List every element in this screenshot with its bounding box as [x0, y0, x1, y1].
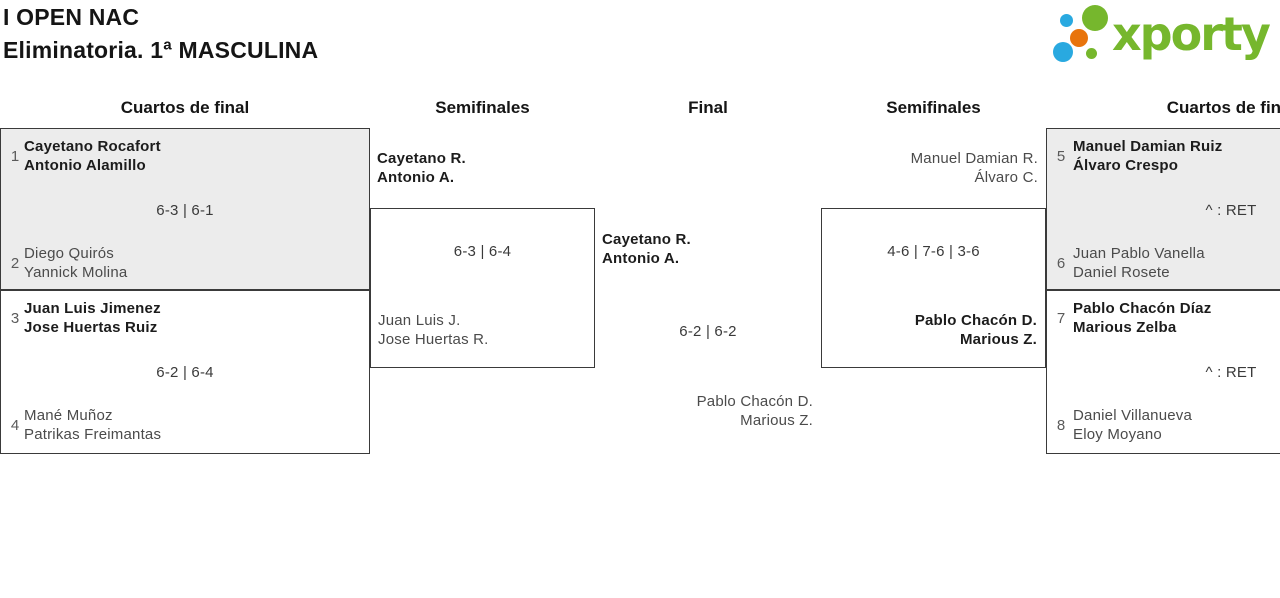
player-name: Daniel Rosete	[1073, 264, 1170, 281]
player-name: Juan Luis J.	[378, 312, 461, 329]
match-qf-right-2[interactable]: 7 Pablo Chacón Díaz Marious Zelba ^ : RE…	[1046, 290, 1280, 454]
match-score: 6-3 | 6-1	[156, 202, 214, 219]
player-name: Álvaro C.	[974, 169, 1038, 186]
team-players: Daniel Villanueva Eloy Moyano	[1073, 406, 1192, 444]
match-score: 6-3 | 6-4	[453, 243, 512, 260]
column-header-qf-right: Cuartos de final	[1166, 98, 1280, 117]
seed-number: 2	[10, 254, 20, 272]
team-row[interactable]: 6 Juan Pablo Vanella Daniel Rosete	[1052, 244, 1280, 282]
match-qf-left-1[interactable]: 1 Cayetano Rocafort Antonio Alamillo 6-3…	[0, 128, 370, 290]
tournament-name: I OPEN NAC	[3, 4, 140, 30]
team-row[interactable]: 1 Cayetano Rocafort Antonio Alamillo	[6, 137, 365, 175]
player-name: Marious Zelba	[1073, 319, 1177, 336]
match-score: 4-6 | 7-6 | 3-6	[887, 243, 980, 260]
final-team1: Cayetano R. Antonio A.	[602, 230, 691, 268]
player-name: Cayetano R.	[377, 150, 466, 167]
column-header-sf-right: Semifinales	[886, 98, 981, 117]
team-row[interactable]: 8 Daniel Villanueva Eloy Moyano	[1052, 406, 1280, 444]
player-name: Jose Huertas R.	[378, 331, 489, 348]
final-team2: Pablo Chacón D. Marious Z.	[595, 392, 813, 430]
column-header-qf-left: Cuartos de final	[120, 98, 250, 117]
tournament-category: Eliminatoria. 1ª MASCULINA	[3, 37, 319, 63]
team-row[interactable]: 5 Manuel Damian Ruiz Álvaro Crespo	[1052, 137, 1280, 175]
final-score: 6-2 | 6-2	[679, 323, 737, 340]
team-players: Juan Pablo Vanella Daniel Rosete	[1073, 244, 1205, 282]
seed-number: 8	[1056, 416, 1066, 434]
player-name: Juan Pablo Vanella	[1073, 245, 1205, 262]
column-header-sf-left: Semifinales	[435, 98, 530, 117]
sf-left-team1: Cayetano R. Antonio A.	[377, 149, 466, 187]
seed-number: 1	[10, 147, 20, 165]
player-name: Yannick Molina	[24, 264, 128, 281]
player-name: Diego Quirós	[24, 245, 114, 262]
seed-number: 6	[1056, 254, 1066, 272]
player-name: Jose Huertas Ruiz	[24, 319, 158, 336]
player-name: Eloy Moyano	[1073, 426, 1162, 443]
team-players: Juan Luis Jimenez Jose Huertas Ruiz	[24, 299, 161, 337]
player-name: Antonio A.	[377, 169, 455, 186]
sf-right-team1: Manuel Damian R. Álvaro C.	[821, 149, 1038, 187]
match-sf-left[interactable]: 6-3 | 6-4 Juan Luis J. Jose Huertas R.	[370, 208, 595, 368]
team-row[interactable]: 3 Juan Luis Jimenez Jose Huertas Ruiz	[6, 299, 365, 337]
xporty-logo[interactable]	[1050, 0, 1280, 72]
logo-dot-green-large-icon	[1082, 5, 1108, 31]
match-score: ^ : RET	[1205, 202, 1257, 219]
player-name: Pablo Chacón D.	[696, 393, 813, 410]
tournament-title: I OPEN NAC Eliminatoria. 1ª MASCULINA	[3, 1, 318, 67]
player-name: Mané Muñoz	[24, 407, 113, 424]
player-name: Álvaro Crespo	[1073, 157, 1179, 174]
seed-number: 4	[10, 416, 20, 434]
team-players: Manuel Damian Ruiz Álvaro Crespo	[1073, 137, 1222, 175]
player-name: Cayetano R.	[602, 231, 691, 248]
seed-number: 5	[1056, 147, 1066, 165]
sf-right-team2: Pablo Chacón D. Marious Z.	[915, 311, 1037, 349]
match-qf-right-1[interactable]: 5 Manuel Damian Ruiz Álvaro Crespo ^ : R…	[1046, 128, 1280, 290]
match-qf-left-2[interactable]: 3 Juan Luis Jimenez Jose Huertas Ruiz 6-…	[0, 290, 370, 454]
player-name: Manuel Damian Ruiz	[1073, 138, 1223, 155]
team-players: Diego Quirós Yannick Molina	[24, 244, 127, 282]
player-name: Pablo Chacón D.	[914, 312, 1037, 329]
team-players: Mané Muñoz Patrikas Freimantas	[24, 406, 161, 444]
column-header-final: Final	[688, 98, 728, 117]
match-sf-right[interactable]: 4-6 | 7-6 | 3-6 Pablo Chacón D. Marious …	[821, 208, 1046, 368]
player-name: Pablo Chacón Díaz	[1073, 300, 1212, 317]
logo-wordmark: xporty	[1112, 7, 1271, 61]
player-name: Patrikas Freimantas	[24, 426, 162, 443]
player-name: Cayetano Rocafort	[24, 138, 161, 155]
logo-dot-green-small-icon	[1086, 48, 1097, 59]
logo-dot-blue-large-icon	[1053, 42, 1073, 62]
logo-dot-blue-small-icon	[1060, 14, 1073, 27]
sf-left-team2: Juan Luis J. Jose Huertas R.	[378, 311, 489, 349]
player-name: Marious Z.	[740, 412, 813, 429]
match-score: 6-2 | 6-4	[156, 364, 214, 381]
team-row[interactable]: 7 Pablo Chacón Díaz Marious Zelba	[1052, 299, 1280, 337]
team-row[interactable]: 4 Mané Muñoz Patrikas Freimantas	[6, 406, 365, 444]
player-name: Marious Z.	[959, 331, 1037, 348]
match-score: ^ : RET	[1205, 364, 1257, 381]
player-name: Juan Luis Jimenez	[24, 300, 161, 317]
seed-number: 7	[1056, 309, 1066, 327]
player-name: Manuel Damian R.	[910, 150, 1038, 167]
player-name: Antonio A.	[602, 250, 680, 267]
player-name: Antonio Alamillo	[24, 157, 146, 174]
team-players: Pablo Chacón Díaz Marious Zelba	[1073, 299, 1211, 337]
player-name: Daniel Villanueva	[1073, 407, 1193, 424]
seed-number: 3	[10, 309, 20, 327]
logo-dot-orange-icon	[1070, 29, 1088, 47]
team-row[interactable]: 2 Diego Quirós Yannick Molina	[6, 244, 365, 282]
team-players: Cayetano Rocafort Antonio Alamillo	[24, 137, 161, 175]
